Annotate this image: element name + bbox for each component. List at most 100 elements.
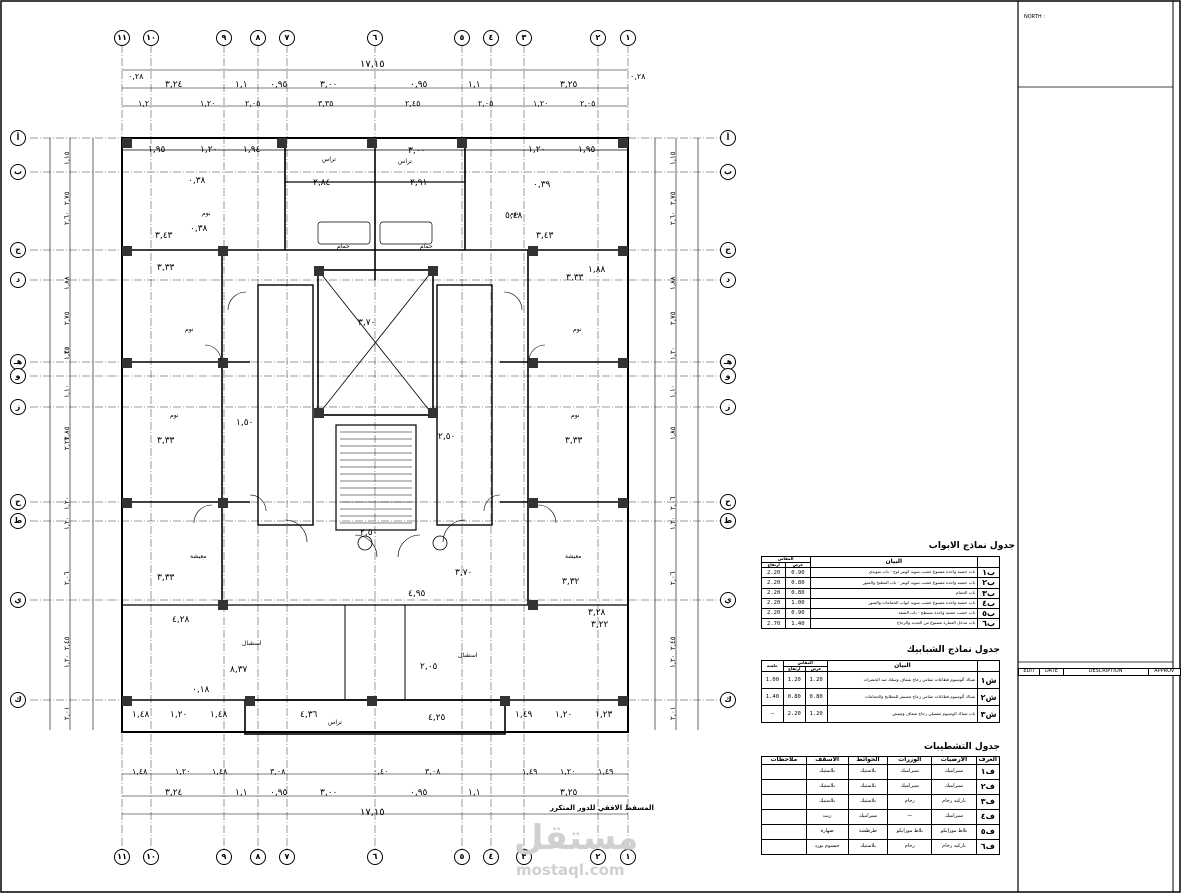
drawing-title: المسقط الافقي للدور المتكرر	[550, 804, 654, 812]
door-height: 2.20	[760, 597, 787, 609]
room-dimension: ١,٢٠	[555, 710, 573, 720]
dimension-label: ٢,٦٠	[63, 211, 71, 225]
door-width: 0.80	[785, 577, 811, 589]
structural-column	[528, 358, 538, 368]
grid-row-bubble: د	[720, 272, 736, 288]
window-height: 2.20	[782, 705, 806, 724]
grid-row-bubble: ط	[10, 513, 26, 529]
dimension-label: ٢,٠٦	[669, 496, 677, 510]
window-description: شباك ألومنيوم قطاعات مقاس زجاج شفاف وسلك…	[826, 671, 979, 690]
room-dimension: ٣,٧٠	[455, 568, 473, 578]
room-label-living: معيشة	[190, 553, 207, 560]
door-height: 2.20	[760, 607, 787, 620]
room-label-bedroom: نوم	[573, 326, 582, 333]
finish-skirting: رخام	[887, 793, 933, 810]
finish-room-code: ف١	[975, 763, 1001, 780]
windows-desc-header: البيان	[826, 659, 979, 673]
dimension-label: ١,١	[235, 80, 248, 90]
structural-column	[218, 600, 228, 610]
grid-column-bubble: ١١	[114, 30, 130, 46]
finishes-header: الغرف	[975, 756, 1001, 765]
dimension-label: ٠,٤٥	[63, 346, 71, 360]
finish-ceiling: بلاستيك	[805, 793, 849, 810]
grid-column-bubble: ٢	[590, 30, 606, 46]
grid-column-bubble: ١٠	[143, 849, 159, 865]
dimension-label: ٣,٠٨	[425, 767, 441, 776]
dimension-label: ١,٤٨	[132, 767, 148, 776]
room-dimension: ١,٤٨	[132, 710, 150, 720]
finish-room-code: ف٢	[975, 778, 1001, 795]
finish-room-code: ف٦	[975, 838, 1001, 855]
door-height: 2.20	[760, 577, 787, 589]
window-sill: 1.00	[761, 671, 784, 690]
room-dimension: ٣,٣٣	[566, 273, 584, 283]
door-code: ب٢	[977, 577, 1000, 589]
dimension-label: ١,٤٩	[598, 767, 614, 776]
window-height: 0.80	[782, 688, 806, 707]
dimension-label: ٢,٧٥	[63, 191, 71, 205]
room-dimension: ١,٢٠	[528, 145, 546, 155]
dimension-label: ١,٢٠	[560, 767, 576, 776]
grid-column-bubble: ٩	[216, 849, 232, 865]
grid-row-bubble: ح	[720, 494, 736, 510]
grid-row-bubble: و	[10, 368, 26, 384]
dimension-label: ١,١	[468, 788, 481, 798]
structural-column	[122, 138, 132, 148]
room-dimension: ٠,٣٨	[188, 176, 206, 186]
room-dimension: ٣,٢٨	[588, 608, 606, 618]
dimension-label: ٢,٠١	[63, 706, 71, 720]
finish-floor: سيراميك	[931, 808, 977, 825]
dimension-label: ١,٤٩	[522, 767, 538, 776]
revision-date-header: DATE	[1039, 668, 1064, 676]
doors-desc-header: البيان	[809, 555, 979, 569]
window-width: 1.20	[804, 671, 828, 690]
grid-row-bubble: ج	[10, 242, 26, 258]
doors-table-title: جدول نماذج الابواب	[928, 541, 1015, 551]
dimension-label: ١,٢٠	[669, 516, 677, 530]
grid-column-bubble: ٦	[367, 849, 383, 865]
finish-ceiling: بلاستيك	[805, 763, 849, 780]
dimension-label: ٣,٠٠	[320, 80, 338, 90]
structural-column	[457, 138, 467, 148]
finish-walls: سيراميك	[847, 808, 889, 825]
grid-row-bubble: د	[10, 272, 26, 288]
bottom-total-dimension: ١٧,١٥	[360, 807, 385, 818]
grid-column-bubble: ١	[620, 849, 636, 865]
room-label-reception: استقبال	[458, 652, 478, 659]
door-width: 1.40	[785, 618, 811, 630]
finishes-header: ملاحظات	[761, 756, 807, 765]
structural-column	[277, 138, 287, 148]
dimension-label: ١,١٥	[669, 151, 677, 165]
staircase	[340, 431, 412, 524]
dimension-label: ٢,٤٥	[63, 636, 71, 650]
grid-column-bubble: ٦	[367, 30, 383, 46]
structural-column	[218, 246, 228, 256]
dimension-label: ١,١٥	[63, 151, 71, 165]
finish-room-code: ف٣	[975, 793, 1001, 810]
structural-column	[528, 498, 538, 508]
structural-columns	[122, 138, 628, 706]
door-code: ب٤	[977, 597, 1000, 609]
finish-floor: بلاط موزايكو	[931, 823, 977, 840]
door-code: ب٥	[977, 607, 1000, 620]
building-walls	[121, 137, 629, 735]
door-width: 0.80	[785, 587, 811, 599]
finish-skirting: —	[887, 808, 933, 825]
dimension-label: ٢,٤٥	[405, 99, 421, 108]
room-dimension: ٣,٧٠	[358, 318, 376, 328]
room-dimension: ٣,٣٢	[562, 577, 580, 587]
window-description: شباك ألومنيوم قطاعات مقاس زجاج مصنفر للم…	[826, 688, 979, 707]
grid-row-bubble: ب	[720, 164, 736, 180]
room-label-bedroom: نوم	[571, 412, 580, 419]
room-dimension: ٢,٠٥	[420, 662, 438, 672]
dimension-label: ١,٢٠	[533, 99, 549, 108]
finish-walls: بلاستيك	[847, 793, 889, 810]
